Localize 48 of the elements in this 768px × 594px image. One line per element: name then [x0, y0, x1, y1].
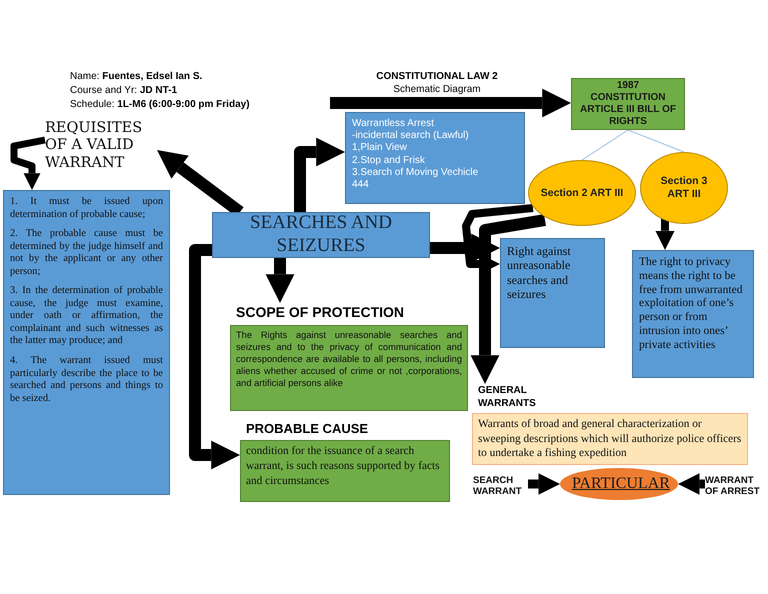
list-item: 4. The warrant issued must particularly describe the place to be searched and persons and things to be seized.	[10, 355, 163, 406]
block-arrow	[655, 218, 675, 250]
box-text: 1987 CONSTITUTION ARTICLE III BILL OF RIGHTS	[579, 80, 677, 128]
info-line: Schedule: 1L-M6 (6:00-9:00 pm Friday)	[70, 99, 250, 110]
block-arrow	[294, 138, 345, 212]
block-arrow	[189, 244, 240, 470]
subtitle: Schematic Diagram	[392, 84, 482, 95]
list-item: -incidental search (Lawful)	[352, 130, 470, 142]
box-text: The right to privacy means the right to be free from unwarranted exploitation of one’s person or from intrusion into ones’ private activities	[639, 256, 744, 353]
block-arrow	[470, 214, 546, 384]
text-label: WARRANT OF ARREST	[705, 475, 767, 501]
block-arrow	[10, 136, 46, 190]
block-arrow	[528, 473, 560, 495]
info-box	[345, 112, 525, 204]
list-item: 1,Plain View	[352, 142, 408, 155]
list-item: 444	[352, 178, 370, 192]
info-box	[3, 190, 170, 495]
text-label: SEARCH WARRANT	[473, 475, 528, 501]
info-box	[632, 250, 754, 378]
text-panel: The Rights against unreasonable searches and seizures and to the privacy of communication and correspondence are available to all persons, including aliens whether accused of crime or not ,corporations, and artificial persons alike	[230, 324, 468, 410]
info-box	[571, 78, 685, 130]
list-item: 3.Search of Moving Vechicle	[352, 166, 480, 179]
info-box	[500, 238, 605, 348]
list-item: 1. It must be issued upon determination of probable cause;	[10, 196, 163, 222]
section-heading: GENERAL WARRANTS	[477, 384, 537, 410]
info-line: Name: Fuentes, Edsel Ian S.	[70, 71, 202, 82]
text-panel: condition for the issuance of a search warrant, is such reasons supported by facts and circumstances	[240, 440, 450, 502]
info-line: Course and Yr: JD NT-1	[70, 85, 178, 96]
box-text: Section 2 ART III	[540, 186, 624, 200]
list-item: 2. The probable cause must be determined by the judge himself and not by the applicant or any other person;	[10, 228, 163, 278]
list-item: Warrantless Arrest	[352, 118, 435, 130]
list-item: 3. In the determination of probable cause, the judge must examine, under oath or affirmation, the complainant and such witnesses as the latter may produce; and	[10, 285, 163, 348]
section-heading: PROBABLE CAUSE	[245, 420, 370, 438]
box-text: SEARCHES AND SEIZURES	[249, 212, 393, 258]
connector-line	[582, 130, 628, 160]
heading: REQUISITES OF A VALID WARRANT	[45, 120, 157, 182]
section-heading: SCOPE OF PROTECTION	[235, 303, 406, 322]
block-arrow	[330, 88, 571, 118]
block-arrow	[678, 473, 705, 495]
connector-line	[628, 130, 684, 152]
box-text: Section 3 ART III	[660, 175, 708, 201]
text-panel: Warrants of broad and general characterization or sweeping descriptions which will authorize police officers to undertake a fishing expedition	[472, 413, 748, 466]
box-text: Right against unreasonable searches and seizures	[507, 244, 572, 302]
block-arrow	[430, 234, 500, 262]
block-arrow	[266, 258, 294, 303]
title: CONSTITUTIONAL LAW 2	[375, 71, 499, 82]
list-item: 2.Stop and Frisk	[352, 154, 426, 167]
main-topic-box	[212, 212, 430, 258]
